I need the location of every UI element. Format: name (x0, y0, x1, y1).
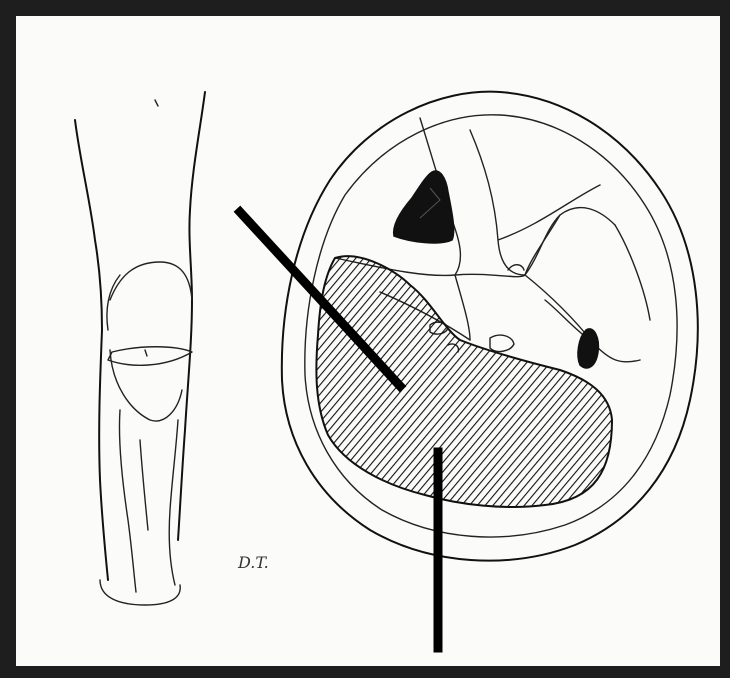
artist-initials: D.T. (237, 553, 269, 572)
leg-posterior-view-drawing (75, 92, 205, 605)
figure-svg: D.T. (16, 16, 720, 666)
figure-canvas: D.T. (16, 16, 720, 666)
